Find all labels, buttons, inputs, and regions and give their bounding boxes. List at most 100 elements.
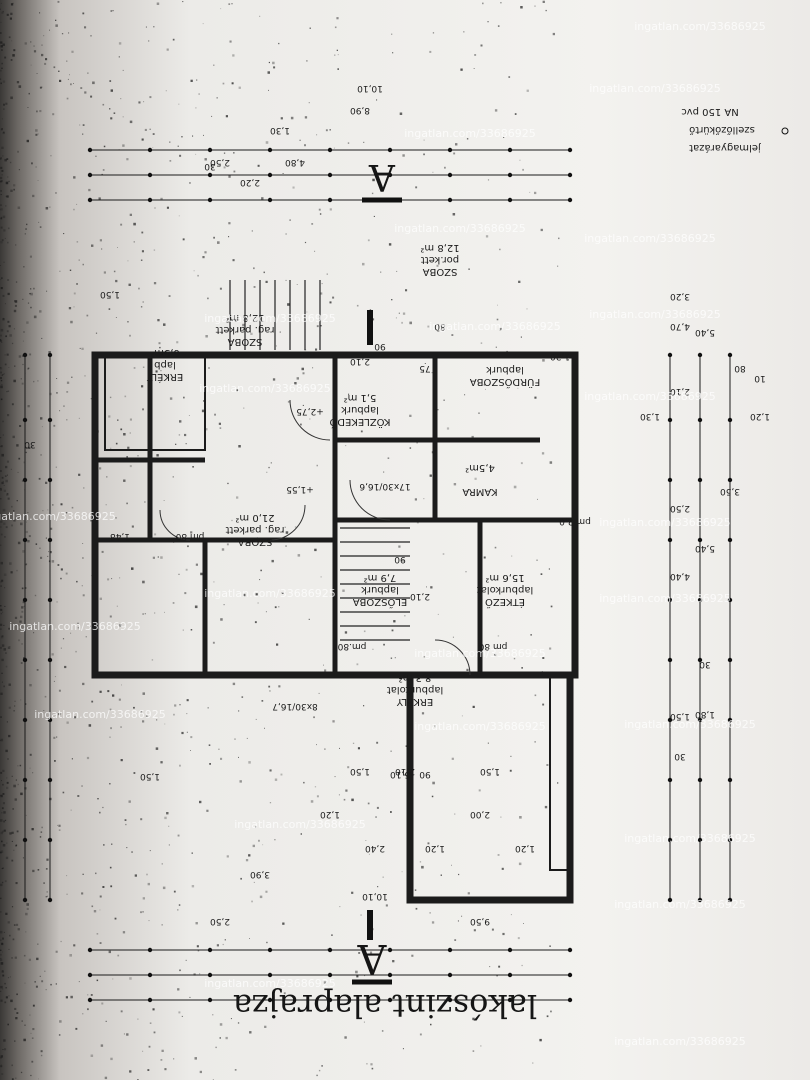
scan-speck bbox=[84, 375, 86, 377]
scan-speck bbox=[2, 1049, 4, 1050]
watermark: ingatlan.com/33686925 bbox=[614, 898, 746, 911]
scan-speck bbox=[2, 215, 6, 219]
scan-speck bbox=[14, 300, 16, 302]
scan-speck bbox=[4, 982, 6, 985]
dimension-tick bbox=[507, 972, 513, 978]
dimension-tick bbox=[47, 537, 53, 543]
dimension-tick bbox=[697, 897, 703, 903]
scan-speck bbox=[415, 186, 418, 189]
scan-speck bbox=[46, 895, 48, 897]
scan-speck bbox=[90, 398, 92, 400]
scan-speck bbox=[0, 82, 3, 85]
scan-speck bbox=[152, 556, 155, 559]
scan-speck bbox=[334, 54, 336, 56]
scan-speck bbox=[0, 1065, 3, 1068]
scan-speck bbox=[2, 131, 5, 135]
scan-speck bbox=[461, 915, 463, 917]
scan-speck bbox=[129, 334, 131, 337]
scan-speck bbox=[304, 116, 308, 119]
scan-speck bbox=[10, 96, 13, 100]
scan-speck bbox=[24, 703, 27, 705]
room-name: ERKÉLY bbox=[396, 696, 433, 709]
scan-speck bbox=[2, 318, 5, 321]
scan-speck bbox=[6, 330, 9, 333]
scan-speck bbox=[28, 92, 30, 95]
scan-speck bbox=[1, 807, 4, 810]
scan-speck bbox=[203, 134, 204, 136]
scan-speck bbox=[440, 874, 442, 876]
scan-speck bbox=[169, 141, 171, 143]
scan-speck bbox=[144, 613, 146, 615]
scan-speck bbox=[1, 830, 4, 833]
scan-speck bbox=[468, 268, 470, 270]
scan-speck bbox=[0, 241, 3, 244]
scan-speck bbox=[294, 526, 297, 528]
scan-speck bbox=[73, 208, 75, 211]
scan-speck bbox=[8, 627, 10, 630]
scan-speck bbox=[309, 418, 311, 420]
scan-speck bbox=[27, 367, 29, 370]
scan-speck bbox=[251, 900, 253, 903]
scan-speck bbox=[431, 921, 435, 924]
scan-speck bbox=[8, 367, 10, 368]
scan-speck bbox=[451, 864, 452, 866]
dimension-label: 2,40 bbox=[365, 843, 385, 853]
scan-speck bbox=[0, 41, 3, 44]
scan-speck bbox=[82, 594, 85, 597]
vent-symbol-icon bbox=[781, 127, 789, 135]
scan-speck bbox=[6, 781, 9, 784]
scan-speck bbox=[254, 621, 257, 624]
scan-speck bbox=[24, 42, 27, 45]
scan-speck bbox=[184, 433, 187, 437]
scan-speck bbox=[159, 346, 161, 349]
dimension-tick bbox=[697, 777, 703, 783]
scan-speck bbox=[232, 54, 235, 57]
scan-speck bbox=[235, 319, 238, 322]
scan-speck bbox=[387, 457, 390, 459]
scan-speck bbox=[497, 25, 500, 27]
scan-speck bbox=[314, 250, 316, 252]
scan-speck bbox=[0, 209, 1, 211]
scan-speck bbox=[257, 164, 260, 167]
scan-speck bbox=[178, 904, 181, 906]
scan-speck bbox=[13, 710, 15, 712]
scan-speck bbox=[312, 367, 314, 369]
dimension-tick bbox=[697, 477, 703, 483]
scan-speck bbox=[186, 713, 188, 715]
scan-speck bbox=[0, 217, 3, 220]
room-name: KÖZLEKEDŐ bbox=[329, 416, 390, 430]
scan-speck bbox=[177, 834, 180, 837]
scan-speck bbox=[314, 548, 317, 552]
scan-speck bbox=[2, 988, 4, 990]
scan-speck bbox=[478, 412, 480, 414]
scan-speck bbox=[259, 15, 261, 17]
scan-speck bbox=[268, 466, 270, 469]
scan-speck bbox=[5, 996, 8, 999]
scan-speck bbox=[194, 605, 198, 609]
scan-speck bbox=[483, 384, 486, 386]
scan-speck bbox=[2, 420, 4, 423]
room-name: ÉTKEZŐ bbox=[485, 596, 525, 610]
scan-speck bbox=[0, 226, 3, 229]
watermark: ingatlan.com/33686925 bbox=[599, 592, 731, 605]
scan-speck bbox=[60, 568, 63, 571]
scan-speck bbox=[141, 385, 144, 388]
dimension-tick bbox=[47, 897, 53, 903]
scan-speck bbox=[2, 970, 4, 972]
scan-speck bbox=[129, 1070, 132, 1073]
dimension-tick bbox=[147, 972, 153, 978]
scan-speck bbox=[73, 176, 76, 179]
scan-speck bbox=[0, 339, 2, 340]
scan-speck bbox=[316, 1074, 318, 1077]
scan-speck bbox=[192, 135, 194, 137]
scan-speck bbox=[495, 346, 497, 348]
scan-speck bbox=[1, 672, 3, 674]
scan-speck bbox=[212, 1014, 214, 1016]
scan-speck bbox=[178, 573, 180, 575]
scan-speck bbox=[41, 44, 43, 46]
scan-speck bbox=[7, 758, 9, 760]
scan-speck bbox=[497, 774, 499, 776]
scan-speck bbox=[79, 347, 81, 349]
scan-speck bbox=[423, 498, 425, 500]
scan-speck bbox=[179, 764, 181, 767]
